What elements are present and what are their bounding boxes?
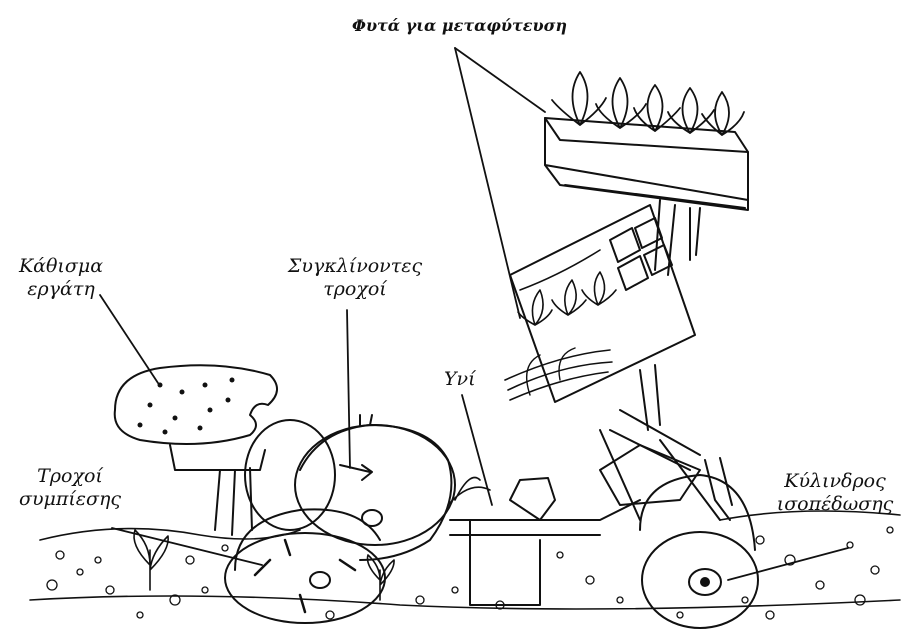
label-share: Υνί [444,368,476,391]
label-converging-wheels: Συγκλίνοντες τροχοί [285,255,425,301]
leveling-roller [640,475,758,628]
label-press-wheels-line2: συμπίεσης [10,488,130,511]
label-converging-wheels-line2: τροχοί [285,278,425,301]
label-converging-wheels-line1: Συγκλίνοντες [285,255,425,278]
soil-ground [30,511,900,619]
share-opener [448,478,540,606]
leader-lines [100,48,848,580]
feeding-board [505,205,695,402]
label-plants-for-transplanting: Φυτά για μεταφύτευση [352,14,562,37]
label-press-wheels: Τροχοί συμπίεσης [10,465,130,511]
label-leveling-roller: Κύλινδρος ισοπέδωσης [765,470,905,516]
label-press-wheels-line1: Τροχοί [10,465,130,488]
label-leveling-roller-line1: Κύλινδρος [765,470,905,493]
label-worker-seat-line2: εργάτη [6,278,116,301]
label-worker-seat-line1: Κάθισμα [6,255,116,278]
label-leveling-roller-line2: ισοπέδωσης [765,493,905,516]
label-worker-seat: Κάθισμα εργάτη [6,255,116,301]
seat-drawing [115,365,277,535]
frame [450,365,732,535]
plant-tray [545,72,748,275]
